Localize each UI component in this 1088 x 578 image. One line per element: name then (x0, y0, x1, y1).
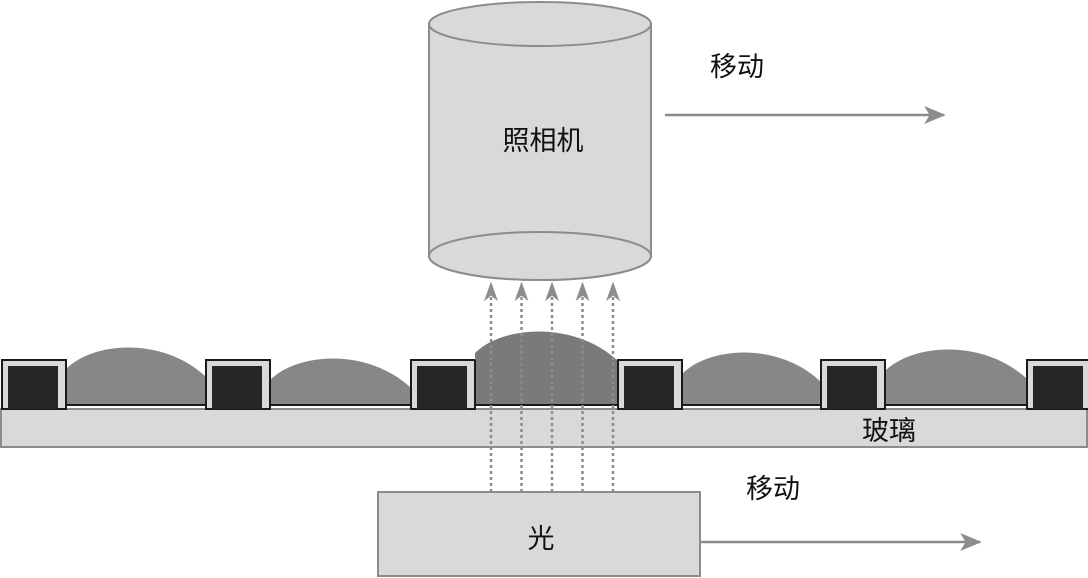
light-rays (484, 281, 620, 492)
camera-label: 照相机 (503, 126, 584, 157)
separator (617, 359, 683, 410)
light-source: 光 (377, 491, 701, 577)
well-outline (884, 360, 1028, 406)
dark-block (8, 366, 58, 409)
light-box (377, 491, 701, 577)
camera-lens (428, 231, 652, 281)
cell-array (1, 331, 1088, 410)
light-motion: 移动 (700, 474, 982, 551)
camera-motion: 移动 (665, 52, 946, 124)
well-outline (681, 360, 822, 406)
separator (1026, 359, 1088, 410)
well (681, 352, 822, 406)
glass-label: 玻璃 (862, 416, 916, 447)
light-label: 光 (528, 524, 555, 555)
separator (820, 359, 886, 410)
dark-block (212, 366, 262, 409)
camera-motion-label: 移动 (710, 52, 764, 83)
glass: 玻璃 (0, 408, 1088, 448)
well (65, 347, 207, 406)
separator (1, 359, 67, 410)
dark-block (827, 366, 877, 409)
droplet (270, 358, 411, 405)
dark-block (1033, 366, 1083, 409)
dark-block (624, 366, 674, 409)
separator (205, 359, 271, 410)
camera-top (428, 1, 652, 47)
light-motion-label: 移动 (746, 474, 800, 505)
dark-block (417, 366, 467, 409)
camera: 照相机 (428, 1, 652, 281)
separator (410, 359, 476, 410)
well-outline (474, 360, 619, 406)
droplet (682, 352, 821, 405)
well-outline (269, 360, 412, 406)
well-highlighted (474, 331, 619, 406)
droplet (66, 347, 206, 405)
well (884, 349, 1028, 406)
droplet (885, 349, 1027, 405)
droplet (475, 331, 618, 405)
well-outline (65, 360, 207, 406)
well (269, 358, 412, 406)
glass-slab (0, 408, 1088, 448)
